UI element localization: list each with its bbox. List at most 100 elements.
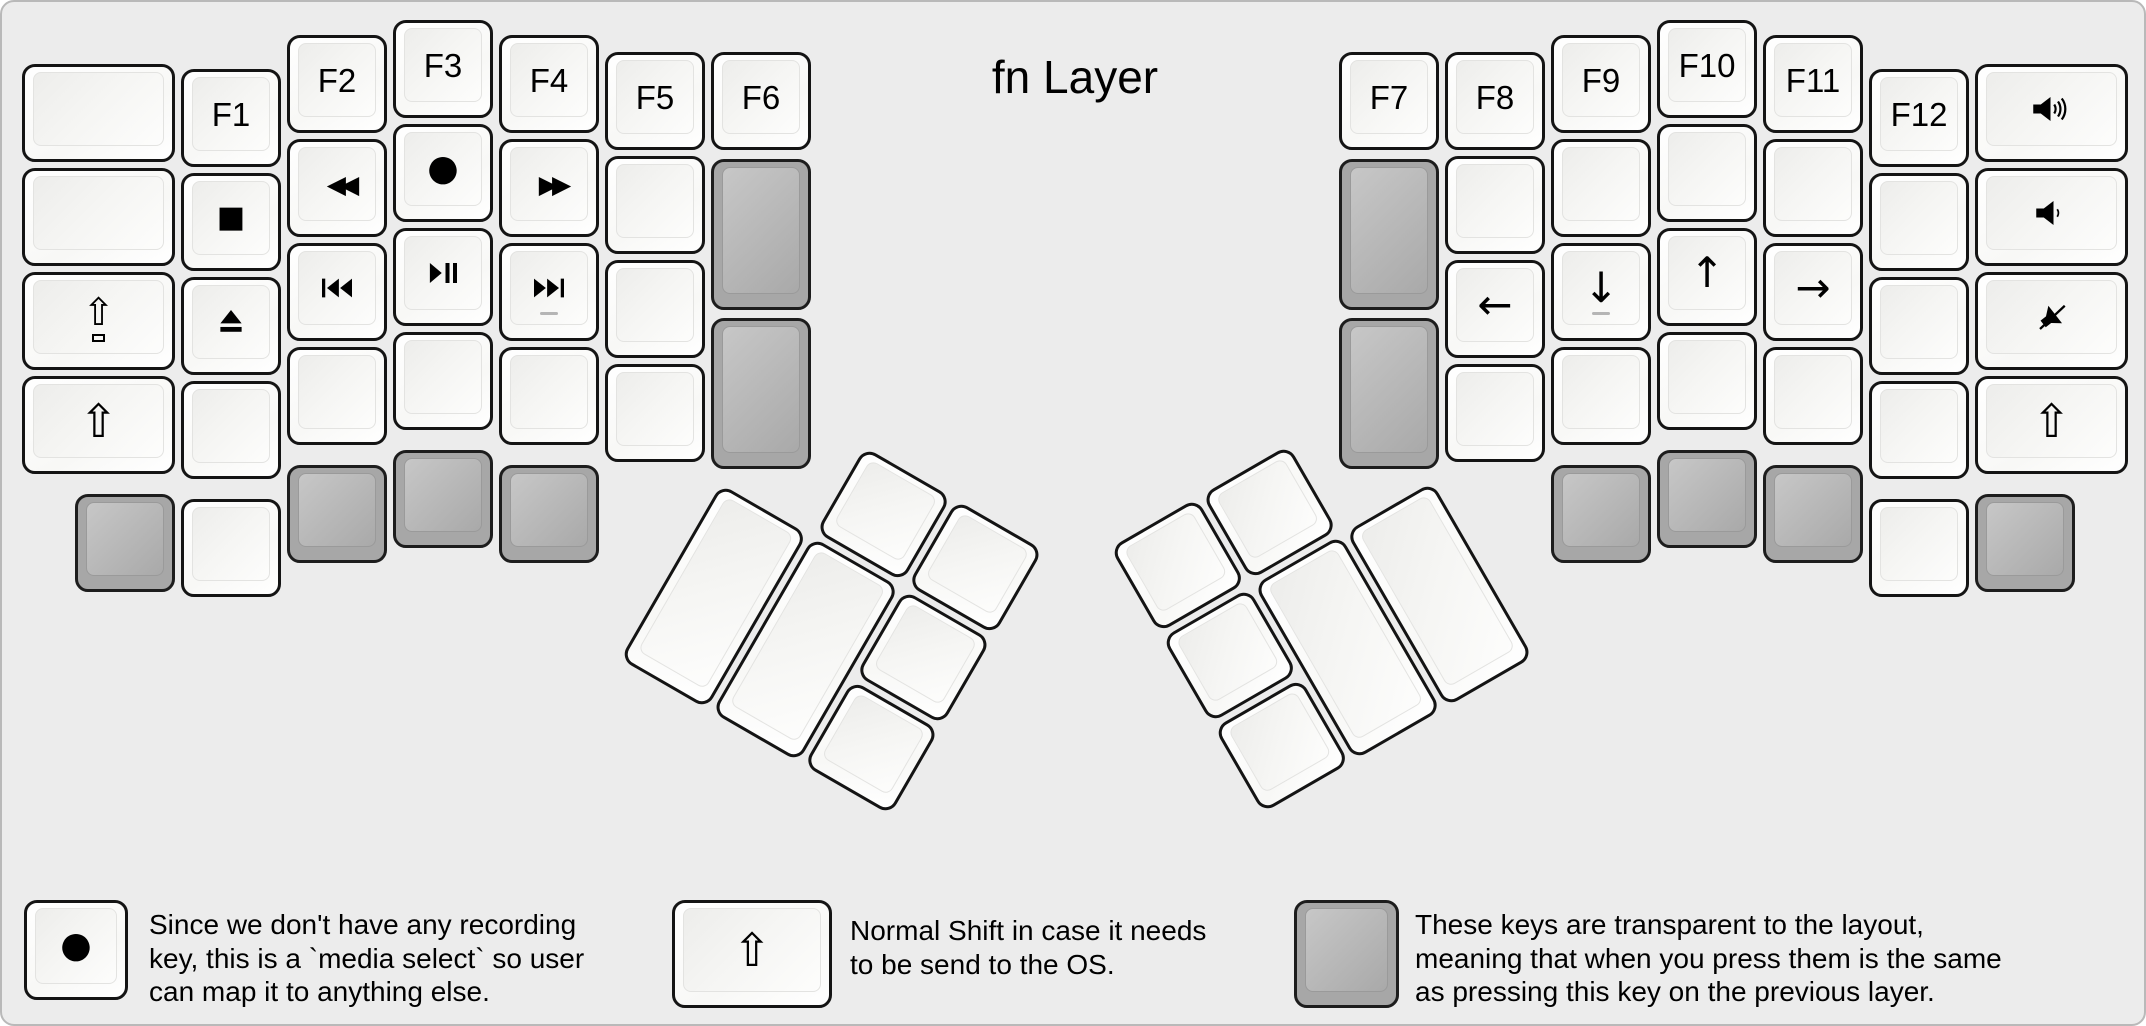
key-f4: F4	[499, 35, 599, 133]
key-f11: F11	[1763, 35, 1863, 133]
key-blank	[1763, 139, 1863, 237]
key-f1-glyph: F1	[211, 95, 251, 133]
keycap-surface	[510, 473, 588, 547]
key-transparent	[1339, 318, 1439, 469]
keycap-surface	[821, 692, 926, 796]
homing-bar	[1592, 312, 1610, 315]
keycap-surface: ⇧	[33, 280, 164, 354]
key-f7-glyph: F7	[1369, 78, 1409, 116]
key-f11-glyph: F11	[1785, 61, 1841, 99]
key-f5: F5	[605, 52, 705, 150]
caps-bar-glyph	[92, 333, 105, 342]
keycap-surface: ⇧	[33, 384, 164, 458]
keycap-surface	[1880, 285, 1958, 359]
key-caps-lock: ⇧	[22, 272, 175, 370]
volume-down-icon	[2031, 195, 2073, 231]
key-fast-forward-glyph: ▶▶	[538, 169, 572, 199]
key-blank	[1551, 139, 1651, 237]
key-blank	[1869, 277, 1969, 375]
legend-record-key: ●	[24, 900, 128, 1000]
keycap-surface: →	[1774, 251, 1852, 325]
keycap-surface	[1305, 908, 1388, 992]
key-f3-glyph: F3	[423, 46, 463, 84]
key-blank	[1445, 364, 1545, 462]
prev-track-icon	[315, 273, 359, 303]
key-arrow-right-glyph: →	[1795, 263, 1831, 312]
key-rewind: ◀◀	[287, 139, 387, 237]
key-blank	[22, 64, 175, 162]
keycap-surface	[1774, 473, 1852, 547]
legend-transparent-key	[1294, 900, 1399, 1008]
key-blank	[605, 260, 705, 358]
key-f2-glyph: F2	[317, 61, 357, 99]
keycap-surface: ↓	[1562, 251, 1640, 325]
keycap-surface	[1175, 600, 1281, 704]
keycap-surface: F8	[1456, 60, 1534, 134]
key-blank	[1869, 499, 1969, 597]
volume-up-icon	[2028, 91, 2076, 127]
key-blank	[1869, 381, 1969, 479]
key-transparent	[1975, 494, 2075, 592]
legend-shift-key-glyph: ⇧	[732, 923, 772, 977]
key-f10-glyph: F10	[1678, 46, 1736, 84]
keycap-surface	[1668, 340, 1746, 414]
keycap-surface	[616, 268, 694, 342]
key-arrow-right: →	[1763, 243, 1863, 341]
keycap-surface	[404, 458, 482, 532]
keycap-surface	[1215, 457, 1320, 561]
key-volume-up	[1975, 64, 2128, 162]
keycap-surface: ◀◀	[298, 147, 376, 221]
key-media-select-record: ●	[393, 124, 493, 222]
keycap-surface: F12	[1880, 77, 1958, 151]
key-blank	[1657, 124, 1757, 222]
keycap-surface	[1986, 72, 2117, 146]
keycap-surface	[1562, 473, 1640, 547]
keycap-surface	[404, 236, 482, 310]
key-blank	[499, 347, 599, 445]
key-media-select-record-glyph: ●	[427, 148, 459, 189]
key-arrow-left-glyph: ←	[1477, 280, 1513, 329]
keycap-surface	[722, 326, 800, 453]
key-blank	[287, 347, 387, 445]
keycap-surface	[1123, 510, 1229, 614]
keycap-surface: ■	[192, 181, 270, 255]
key-shift-left-glyph: ⇧	[79, 394, 118, 448]
keycap-surface	[1986, 502, 2064, 576]
keycap-surface	[925, 512, 1030, 616]
keycap-surface: F9	[1562, 43, 1640, 117]
key-f1: F1	[181, 69, 281, 167]
keycap-surface: F11	[1774, 43, 1852, 117]
keycap-surface: F3	[404, 28, 482, 102]
key-transparent	[711, 318, 811, 469]
key-transparent	[1763, 465, 1863, 563]
keycap-surface	[298, 355, 376, 429]
key-transparent	[1339, 159, 1439, 310]
keycap-surface	[1562, 355, 1640, 429]
keycap-surface	[1774, 355, 1852, 429]
keycap-surface	[1880, 389, 1958, 463]
key-transparent	[1657, 450, 1757, 548]
keycap-surface	[86, 502, 164, 576]
keycap-surface	[1668, 132, 1746, 206]
keycap-surface: ←	[1456, 268, 1534, 342]
key-f6-glyph: F6	[741, 78, 781, 116]
key-arrow-down-glyph: ↓	[1583, 263, 1619, 312]
keycap-surface	[873, 602, 978, 706]
key-arrow-up-glyph: ↑	[1689, 248, 1725, 297]
key-play-pause	[393, 228, 493, 326]
key-blank	[1869, 173, 1969, 271]
keycap-surface	[192, 285, 270, 359]
legend-record-key-glyph: ●	[60, 925, 92, 966]
keycap-surface	[616, 372, 694, 446]
key-blank	[181, 381, 281, 479]
keycap-surface	[1880, 507, 1958, 581]
key-eject	[181, 277, 281, 375]
keycap-surface	[192, 507, 270, 581]
key-blank	[1445, 156, 1545, 254]
key-f9-glyph: F9	[1581, 61, 1621, 99]
key-volume-down	[1975, 168, 2128, 266]
keycap-surface: ▶▶	[510, 147, 588, 221]
keycap-surface: F1	[192, 77, 270, 151]
keycap-surface	[1350, 326, 1428, 453]
key-blank	[605, 156, 705, 254]
